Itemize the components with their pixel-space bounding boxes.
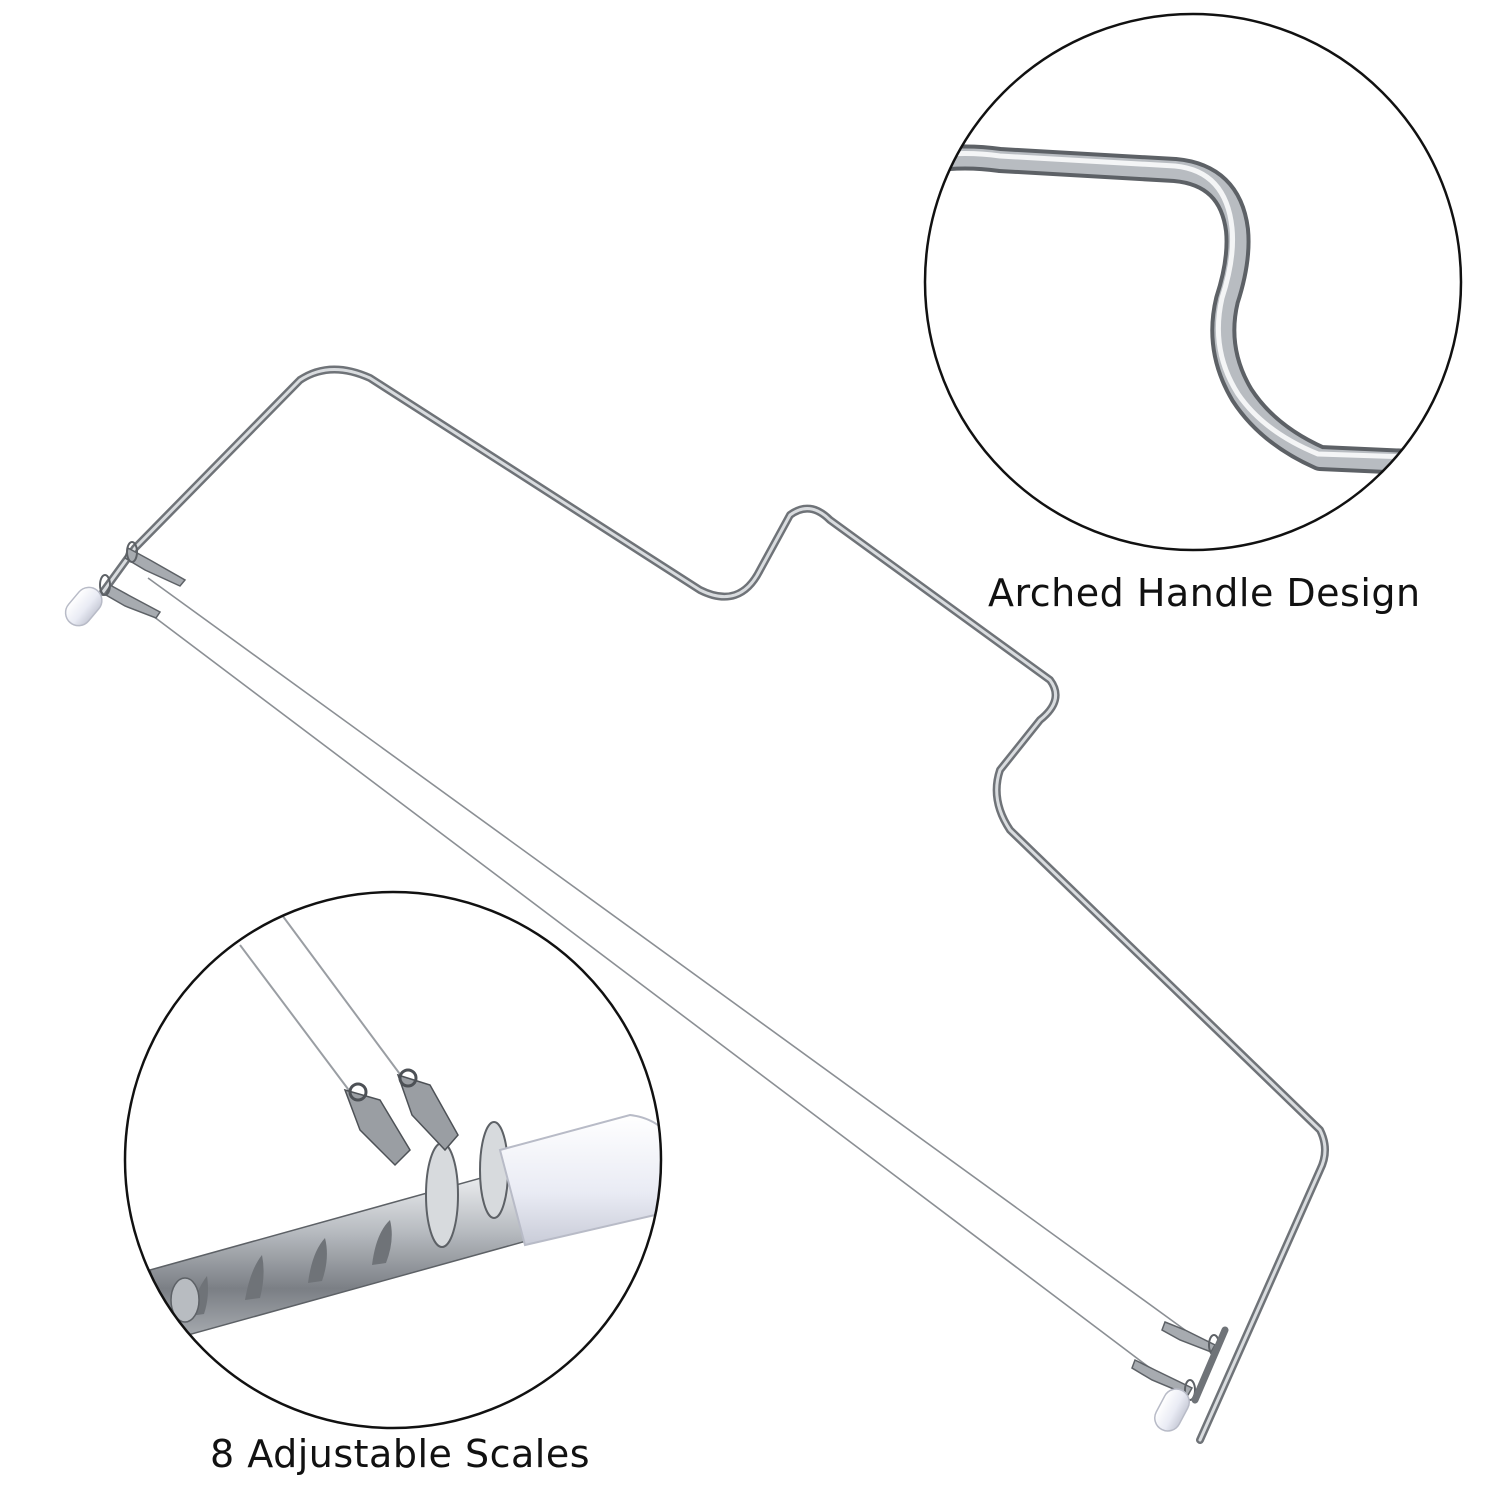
- right-wire-clips: [1131, 1321, 1229, 1404]
- callout-arched-handle: [923, 12, 1463, 552]
- cutting-wire-lower: [144, 609, 1151, 1369]
- cake-leveler: [64, 365, 1329, 1444]
- magnified-end-cap: [498, 1113, 661, 1247]
- right-end-cap: [1154, 1388, 1190, 1432]
- cutting-wire-upper: [147, 577, 1186, 1331]
- callout-adjustable-scales: [123, 890, 663, 1430]
- caption-arched-handle-design: Arched Handle Design: [988, 571, 1421, 615]
- left-wire-clips: [99, 541, 187, 619]
- left-end-cap: [64, 586, 103, 627]
- washer: [425, 1142, 459, 1248]
- callout-top-border: [923, 12, 1463, 552]
- washer: [479, 1121, 509, 1219]
- callout-bottom-border: [123, 890, 663, 1430]
- caption-adjustable-scales: 8 Adjustable Scales: [210, 1432, 590, 1476]
